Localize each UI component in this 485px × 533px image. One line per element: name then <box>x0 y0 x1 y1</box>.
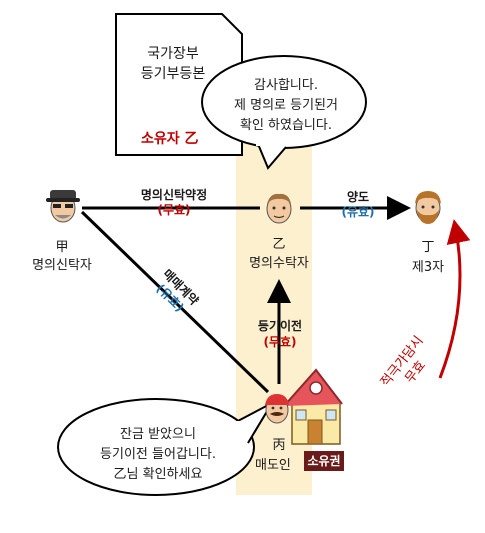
trust-agreement-text: 명의신탁약정 <box>140 188 208 202</box>
registry-title-line1: 국가장부 <box>147 46 199 62</box>
person-eul-role: 명의수탁자 <box>249 256 309 271</box>
bubble-top-line3: 확인 하였습니다. <box>240 118 332 133</box>
bad-faith-arrow <box>438 219 471 379</box>
bubble-bottom-shape <box>57 398 275 496</box>
house-icon <box>283 368 343 445</box>
ownership-badge: 소유권 <box>304 451 344 471</box>
bubble-top-line1: 감사합니다. <box>254 78 318 93</box>
bubble-bottom-line3: 乙님 확인하세요 <box>113 467 203 482</box>
registry-title-line2: 등기부등본 <box>140 66 206 82</box>
transfer-label: 양도 (유효) <box>334 190 382 220</box>
person-byeong-role: 매도인 <box>255 458 291 473</box>
person-eul-hanja: 乙 <box>272 237 286 252</box>
sale-line <box>80 210 270 394</box>
trust-agreement-label: 명의신탁약정 (무효) <box>124 188 224 218</box>
person-gap-role: 명의신탁자 <box>32 258 92 273</box>
transfer-text: 양도 <box>346 190 370 204</box>
transfer-status: (유효) <box>341 205 375 219</box>
registration-label: 등기이전 (무효) <box>248 318 312 350</box>
trust-agreement-status: (무효) <box>157 203 191 217</box>
person-byeong-hanja: 丙 <box>272 438 286 453</box>
bubble-bottom-line1: 잔금 받았으니 <box>120 427 196 442</box>
person-jeong-role: 제3자 <box>411 260 445 275</box>
registration-status: (무효) <box>263 335 297 349</box>
person-jeong-hanja: 丁 <box>421 240 435 255</box>
registration-text: 등기이전 <box>257 319 303 333</box>
person-jeong-avatar-icon <box>415 191 441 224</box>
bubble-top-text: 감사합니다. 제 명의로 등기된거 확인 하였습니다. <box>212 76 360 136</box>
person-gap-avatar-icon <box>46 190 80 223</box>
registry-owner-label: 소유자 乙 <box>141 131 199 147</box>
bubble-top-line2: 제 명의로 등기된거 <box>234 98 338 113</box>
person-eul-avatar-icon <box>266 193 292 224</box>
registry-title: 국가장부 등기부등본 <box>118 44 228 84</box>
bubble-bottom-text: 잔금 받았으니 등기이전 들어갑니다. 乙님 확인하세요 <box>66 425 250 485</box>
person-gap-hanja: 甲 <box>55 240 69 255</box>
person-byeong-avatar-icon <box>265 394 289 424</box>
bubble-bottom-line2: 등기이전 들어갑니다. <box>100 447 216 462</box>
bubble-top-shape <box>201 55 367 170</box>
